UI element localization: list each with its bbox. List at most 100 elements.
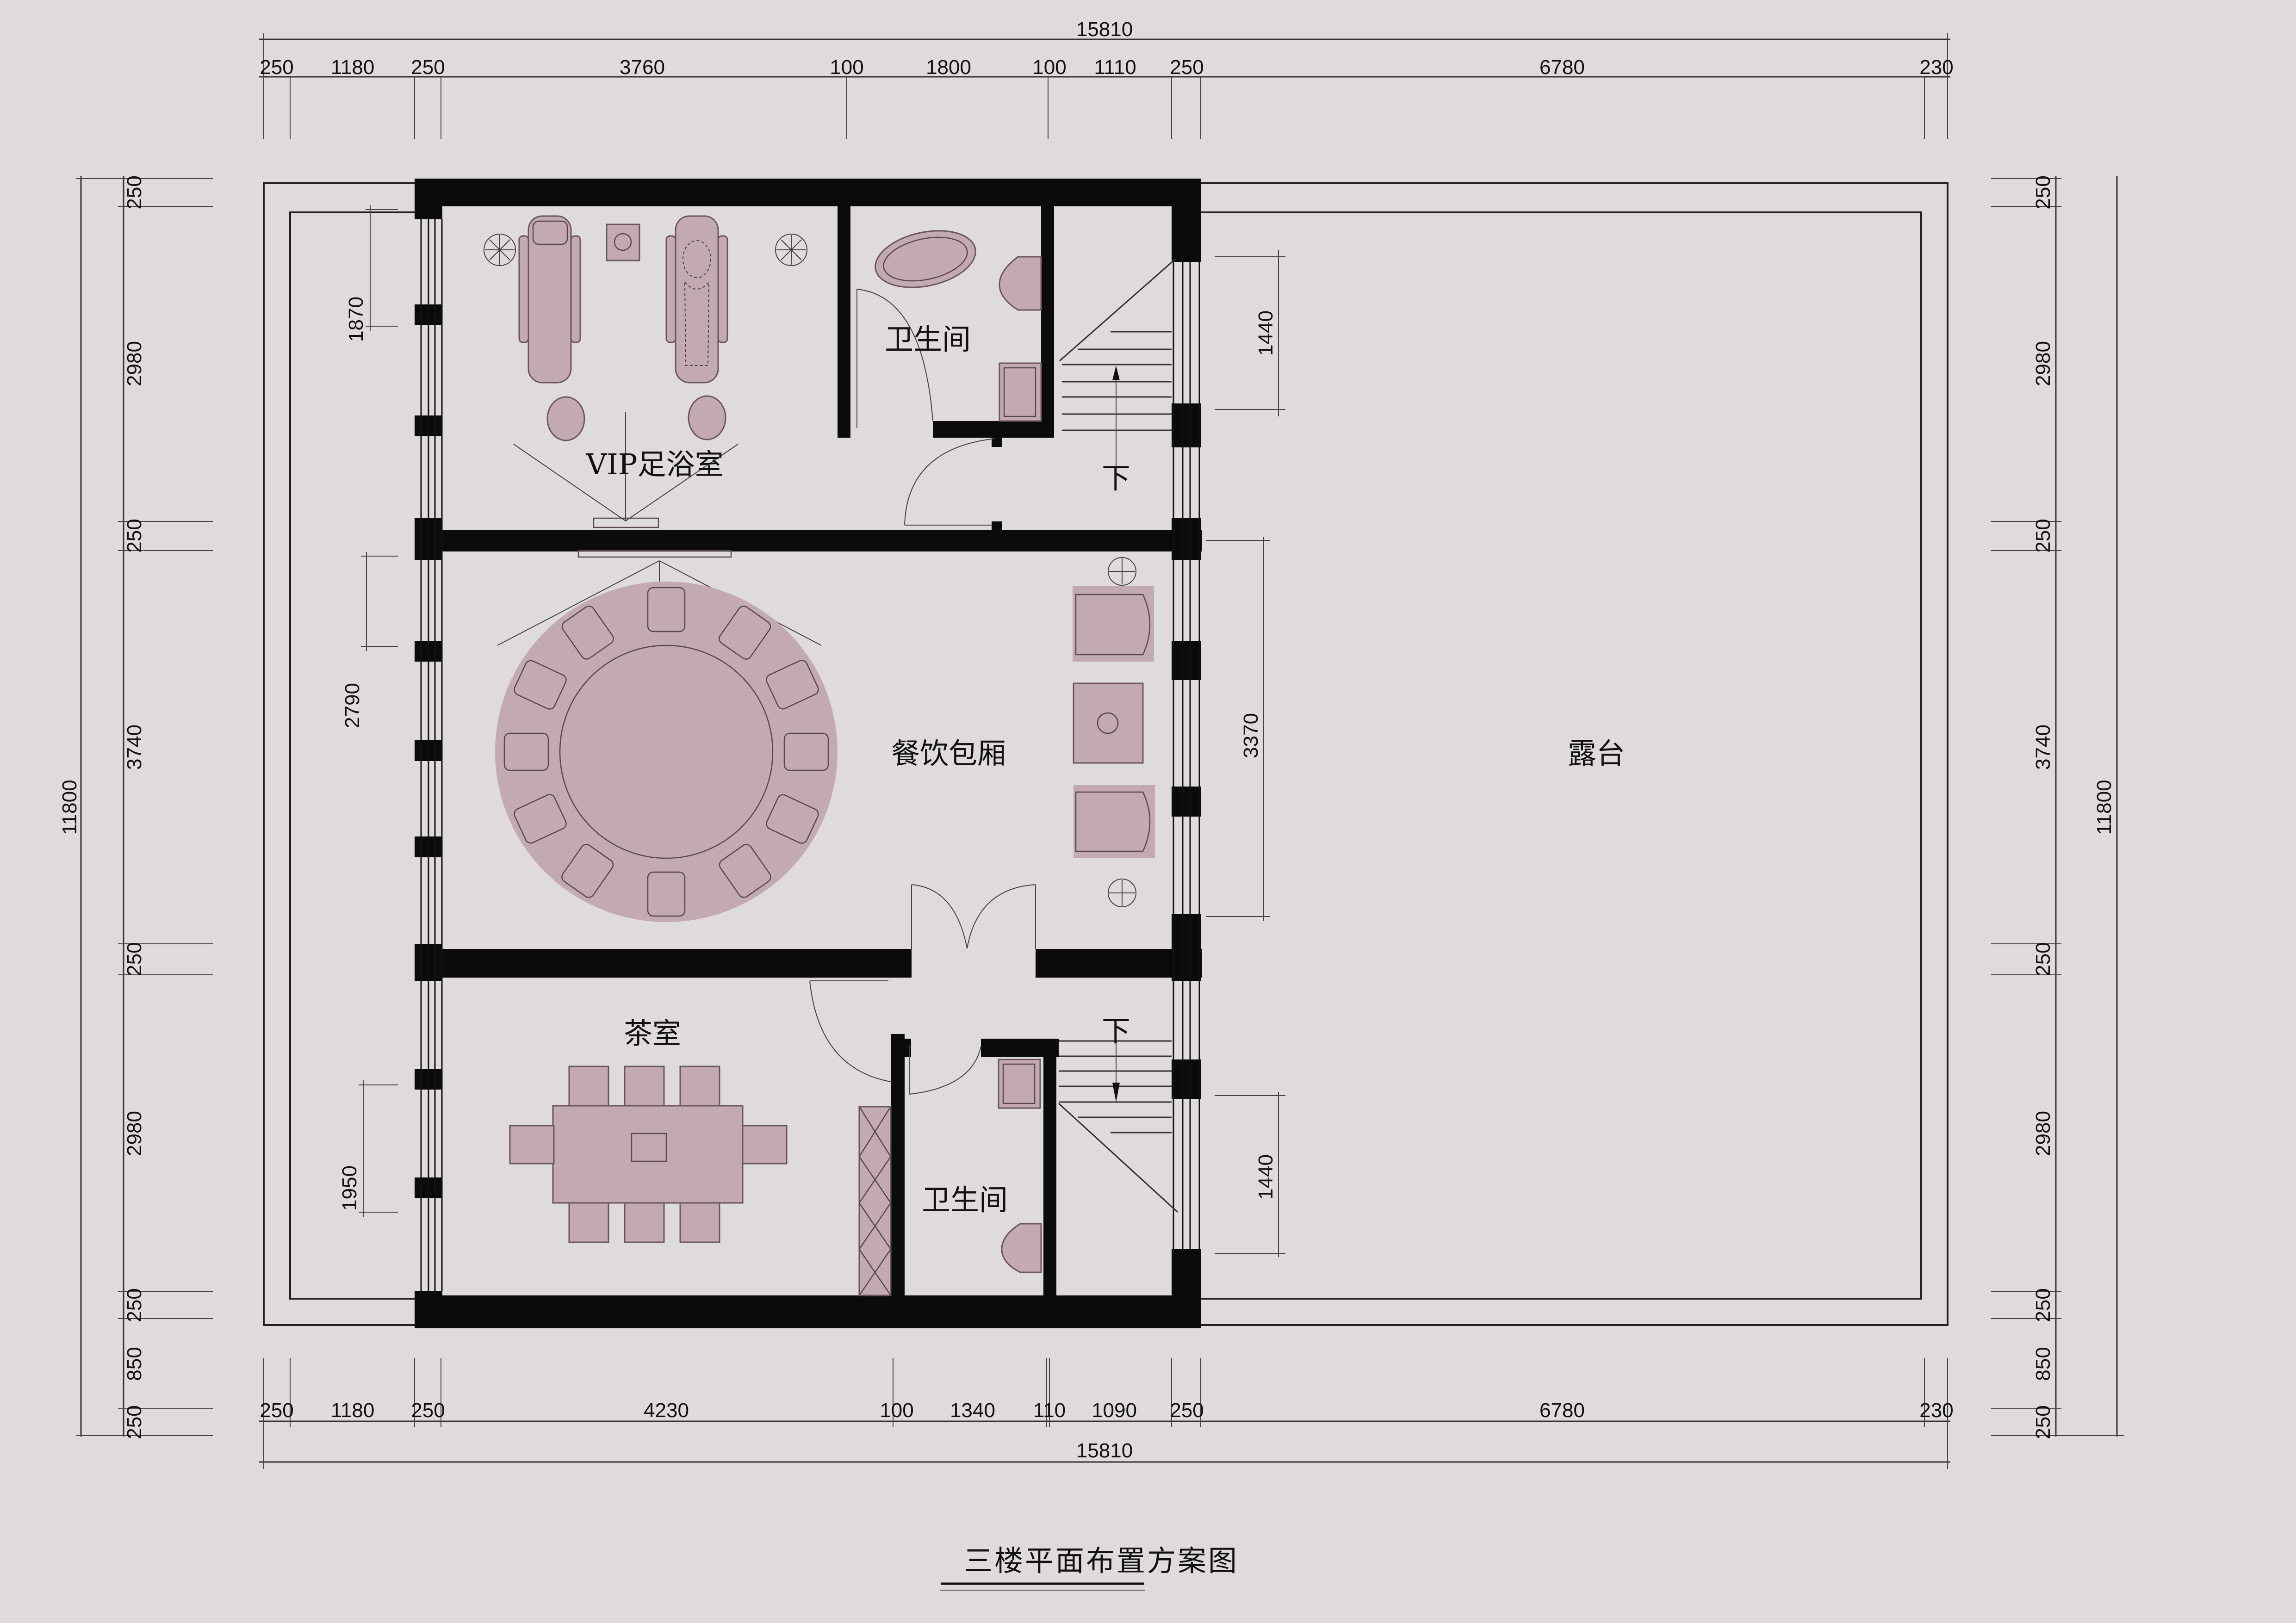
dim-bottom-4: 100: [880, 1399, 913, 1422]
dim-bottom-7: 1090: [1092, 1399, 1137, 1422]
dim-right-2: 250: [2032, 519, 2054, 552]
plant-icon: [484, 234, 516, 266]
drawing-title: 三楼平面布置方案图: [940, 1544, 1239, 1591]
dim-inner-right-0: 1440: [1254, 310, 1277, 356]
dim-left-6: 250: [123, 1288, 146, 1322]
dim-inner-left-2: 1950: [338, 1165, 361, 1211]
dim-bottom-5: 1340: [950, 1399, 995, 1422]
stair-bottom: 下: [1058, 1014, 1179, 1213]
plant-icon: [775, 234, 807, 266]
tea-room: 茶室: [509, 980, 892, 1296]
dim-right-total: 11800: [2093, 780, 2116, 835]
windows: [420, 219, 1200, 1291]
room-label-bathroom-top: 卫生间: [885, 322, 971, 356]
room-label-terrace: 露台: [1568, 737, 1625, 770]
washbasin: [999, 362, 1042, 422]
dim-top-6: 100: [1032, 56, 1066, 79]
dim-left-3: 3740: [123, 725, 146, 770]
room-label-vip-foot-bath: VIP足浴室: [586, 447, 724, 481]
left-dimensions: 250 2980 250 3740 250 2980 250 850 250 1…: [58, 175, 213, 1439]
dim-inner-right-2: 1440: [1254, 1154, 1277, 1200]
dim-top-total: 15810: [1076, 18, 1133, 41]
dim-top-5: 1800: [926, 56, 971, 79]
plant-icon: [1108, 557, 1136, 586]
dim-bottom-total: 15810: [1076, 1439, 1133, 1462]
dim-right-5: 2980: [2032, 1111, 2054, 1156]
dim-inner-left-1: 2790: [341, 683, 364, 728]
dim-top-10: 230: [1919, 56, 1953, 79]
bottom-dimensions: 250 1180 250 4230 100 1340 110 1090 250 …: [259, 1358, 1954, 1469]
round-dining-table: [559, 644, 774, 859]
dim-top-4: 100: [830, 56, 863, 79]
stool: [688, 395, 726, 440]
dim-bottom-10: 230: [1919, 1399, 1953, 1422]
bathtub: [875, 230, 976, 288]
dim-left-4: 250: [123, 942, 146, 976]
stair-label-down-top: 下: [1102, 461, 1130, 495]
dim-right-1: 2980: [2032, 341, 2054, 386]
dim-bottom-3: 4230: [644, 1399, 689, 1422]
dim-bottom-2: 250: [411, 1399, 445, 1422]
dining-chairs: [503, 587, 829, 917]
dim-bottom-6: 110: [1033, 1399, 1066, 1422]
dim-top-9: 6780: [1539, 56, 1585, 79]
dim-bottom-1: 1180: [331, 1399, 375, 1422]
dim-top-7: 1110: [1094, 56, 1136, 79]
dim-top-3: 3760: [620, 56, 665, 79]
bathroom-top: 卫生间: [856, 230, 1042, 526]
room-label-tea-room: 茶室: [624, 1016, 681, 1050]
dim-left-8: 250: [123, 1405, 146, 1439]
stool: [546, 396, 585, 441]
right-dimensions: 250 2980 250 3740 250 2980 250 850 250 1…: [1991, 175, 2124, 1439]
tv-unit: [513, 412, 738, 528]
dim-left-2: 250: [123, 519, 146, 552]
toilet: [999, 256, 1042, 311]
room-label-bathroom-bottom: 卫生间: [922, 1183, 1008, 1217]
dim-top-0: 250: [260, 56, 293, 79]
dim-left-7: 850: [123, 1347, 146, 1381]
bathroom-bottom: 卫生间: [909, 1045, 1042, 1273]
dim-right-4: 250: [2032, 942, 2054, 976]
round-dining-table-rug: [495, 582, 838, 922]
tea-table: [552, 1105, 744, 1204]
stair-top: 下: [1059, 258, 1176, 495]
dim-right-3: 3740: [2032, 725, 2054, 770]
dining-room: 餐饮包厢: [495, 550, 1155, 949]
dim-left-0: 250: [123, 175, 146, 209]
walls: [415, 179, 1202, 1328]
drawing-title-text: 三楼平面布置方案图: [964, 1544, 1239, 1578]
stair-label-down-bottom: 下: [1102, 1014, 1130, 1048]
dim-left-1: 2980: [123, 341, 146, 386]
inner-dimensions: 1870 2790 1950 1440 3370 1440: [338, 205, 1285, 1257]
toilet: [1001, 1223, 1042, 1273]
dim-right-7: 850: [2032, 1347, 2054, 1381]
washbasin: [998, 1059, 1041, 1109]
dim-left-5: 2980: [123, 1111, 146, 1156]
dim-top-8: 250: [1170, 56, 1204, 79]
dim-right-6: 250: [2032, 1288, 2054, 1322]
tea-cabinet: [858, 1106, 892, 1296]
stair-arrow-down-icon: [1112, 1083, 1120, 1102]
massage-bed: [665, 215, 728, 384]
side-table: [606, 223, 640, 261]
tea-chairs: [509, 1065, 788, 1243]
dim-bottom-9: 6780: [1539, 1399, 1585, 1422]
armchair: [1073, 586, 1154, 662]
dim-left-total: 11800: [58, 780, 81, 835]
dim-top-1: 1180: [331, 56, 375, 79]
top-dimensions: 15810 250 1180 250 3760 100 1800 100 111…: [259, 18, 1954, 139]
dim-right-8: 250: [2032, 1405, 2054, 1439]
armchair: [1074, 785, 1155, 858]
dim-top-2: 250: [411, 56, 445, 79]
stair-arrow-up-icon: [1112, 365, 1120, 380]
dim-bottom-0: 250: [260, 1399, 293, 1422]
dim-inner-left-0: 1870: [345, 297, 367, 342]
room-label-dining-room: 餐饮包厢: [891, 737, 1006, 770]
plant-icon: [1108, 879, 1136, 907]
vip-foot-bath-room: VIP足浴室: [484, 215, 807, 528]
dim-right-0: 250: [2032, 175, 2054, 209]
massage-bed: [518, 215, 581, 384]
dim-inner-right-1: 3370: [1240, 713, 1262, 758]
tea-table: [1073, 682, 1144, 764]
